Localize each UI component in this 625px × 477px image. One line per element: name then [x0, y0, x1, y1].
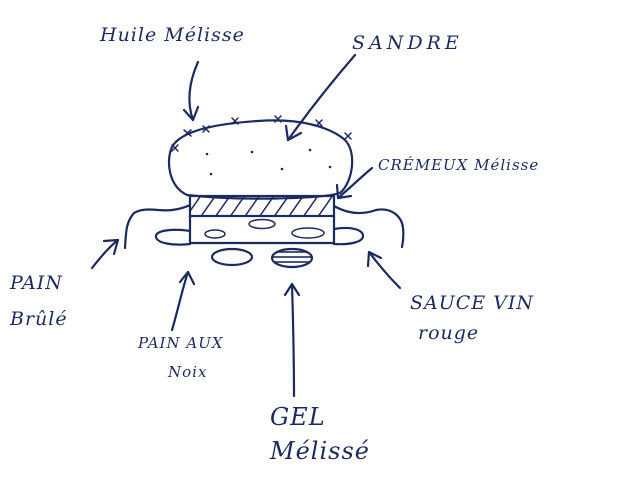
label-cremeux-melisse: CRÉMEUX Mélisse: [378, 156, 539, 175]
label-sauce-vin-rouge: SAUCE VIN rouge: [410, 292, 534, 346]
arrow-huile: [184, 62, 198, 120]
sandre-fillet: [169, 120, 352, 198]
sauce-vin-rouge-pool: [125, 205, 190, 248]
label-pain-aux-noix-line1: PAIN AUX: [138, 334, 224, 353]
arrow-gel: [285, 284, 299, 396]
arrow-pain-aux-noix: [172, 272, 194, 330]
label-pain-aux-noix-line2: Noix: [168, 363, 224, 382]
arrow-pain-brule: [92, 240, 118, 268]
right-oval: [334, 228, 363, 244]
gel-melisse-drop: [272, 249, 312, 267]
noix-piece: [292, 228, 324, 238]
left-oval: [156, 230, 190, 245]
sandre-speckles: [206, 149, 332, 176]
noix-piece: [205, 230, 225, 238]
sauce-vin-rouge-pool-right: [334, 206, 403, 247]
label-pain-aux-noix: PAIN AUX Noix: [138, 334, 224, 382]
arrow-sauce: [368, 252, 400, 288]
label-gel-melisse-line1: GEL: [270, 402, 370, 432]
label-huile-melisse: Huile Mélisse: [100, 24, 245, 48]
label-sandre: SANDRE: [352, 32, 463, 56]
label-pain-brule-line2: Brûlé: [10, 308, 68, 332]
label-pain-brule-line1: PAIN: [10, 272, 68, 296]
label-gel-melisse: GEL Mélissé: [270, 402, 370, 466]
cremeux-layer: [190, 196, 334, 216]
label-sauce-vin-rouge-line2: rouge: [418, 322, 534, 346]
pain-aux-noix-piece: [212, 249, 252, 265]
noix-piece: [249, 220, 275, 229]
label-gel-melisse-line2: Mélissé: [270, 436, 370, 466]
arrow-cremeux: [337, 168, 372, 198]
label-sauce-vin-rouge-line1: SAUCE VIN: [410, 292, 534, 316]
label-pain-brule: PAIN Brûlé: [10, 272, 68, 332]
